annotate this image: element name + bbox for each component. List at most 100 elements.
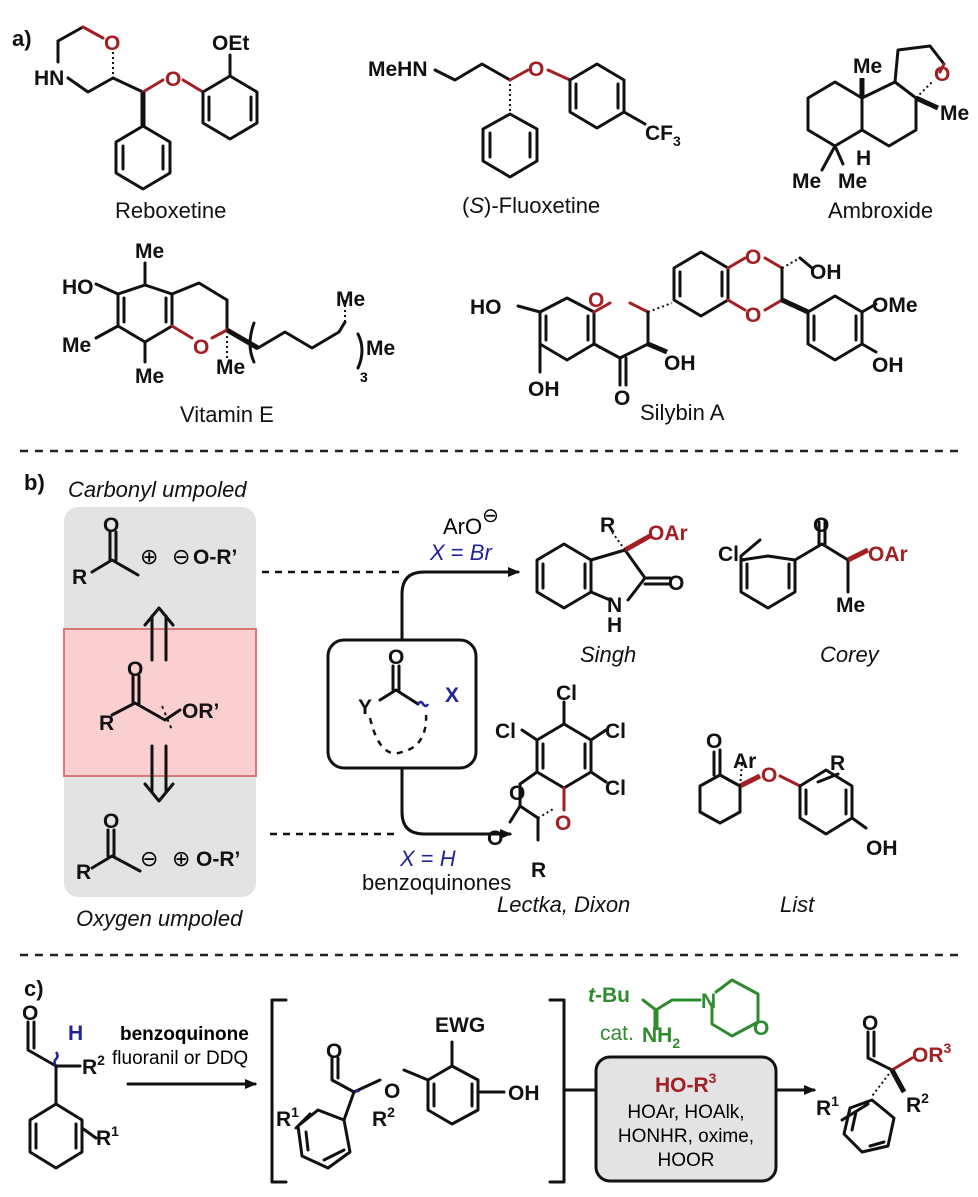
atom-ar: Ar [733, 750, 756, 773]
atom-oh: OH [508, 1082, 540, 1105]
nucleophile-line: HONHR, oxime, [618, 1126, 754, 1147]
compound-name: Silybin A [640, 400, 725, 425]
atom-o: O [384, 1080, 400, 1103]
atom-cl: Cl [605, 777, 626, 800]
plus-charge: ⊕ [172, 846, 190, 871]
atom-h: H [68, 1022, 83, 1045]
atom-o: O [388, 646, 404, 669]
compound-name: Vitamin E [180, 402, 274, 427]
atom-n: N [701, 990, 716, 1013]
atom-or: O-R’ [193, 546, 237, 569]
reagent-benzoquinone: benzoquinone [120, 1024, 249, 1045]
atom-me: Me [135, 365, 164, 388]
retro-arrow-down [143, 744, 175, 803]
atom-cl: Cl [718, 543, 739, 566]
pink-panel [63, 628, 257, 777]
panel-a-label: a) [12, 26, 32, 51]
atom-r2: R2 [82, 1052, 105, 1079]
atom-o: O [103, 514, 119, 537]
bracket-right [548, 998, 598, 1184]
starting-aldehyde: O H R2 R1 [22, 1002, 119, 1170]
compound-name: Ambroxide [828, 198, 933, 223]
catalyst-structure: t-Bu cat. NH2 N O [588, 978, 769, 1051]
compound-silybin-a: HO O OH O OH O O OH OMe OH Silybin A [470, 246, 918, 425]
atom-r: R [76, 861, 91, 884]
atom-oh: OH [866, 837, 898, 860]
atom-r1: R1 [816, 1093, 839, 1120]
atom-me: Me [838, 170, 867, 193]
atom-cl: Cl [556, 682, 577, 705]
atom-oh: OH [664, 352, 696, 375]
compound-vitamin-e: HO Me Me Me O Me Me Me 3 Vitamin E [62, 240, 395, 427]
atom-o: O [668, 572, 684, 595]
product-corey: Cl O OAr Me Corey [718, 514, 908, 667]
panel-c-label: c) [24, 976, 44, 1001]
product-name: Lectka, Dixon [497, 892, 630, 917]
atom-oh: OH [528, 378, 560, 401]
atom-o: O [745, 304, 761, 327]
atom-r1: R1 [96, 1123, 119, 1150]
atom-r: R [99, 712, 114, 735]
atom-ho: HO [62, 276, 94, 299]
reagent-benzoquinones: benzoquinones [362, 870, 511, 895]
catalyst-label: cat. [600, 1022, 634, 1045]
panel-b: b) Carbonyl umpoled O R ⊕ ⊖ O-R’ O R OR’… [24, 470, 908, 931]
atom-o: O [487, 827, 503, 850]
atom-r: R [72, 566, 87, 589]
top-species: O R ⊕ ⊖ O-R’ [72, 514, 237, 589]
atom-me: Me [792, 170, 821, 193]
compound-reboxetine: HN O O OEt Reboxetine [34, 25, 259, 223]
atom-r1: R1 [276, 1104, 299, 1131]
repeat-count: 3 [360, 369, 368, 385]
atom-me: Me [216, 356, 245, 379]
arrow-lower-path [400, 766, 512, 839]
atom-r: R [830, 752, 845, 775]
atom-o: O [22, 1002, 38, 1025]
compound-name: Reboxetine [115, 198, 226, 223]
center-species: O R OR’ [99, 658, 219, 735]
atom-r: R [600, 514, 615, 537]
atom-o: O [165, 68, 181, 91]
plus-charge: ⊕ [140, 544, 158, 569]
atom-or: O-R’ [196, 848, 240, 871]
atom-me: Me [366, 337, 395, 360]
atom-cl: Cl [495, 720, 516, 743]
atom-or: OR’ [182, 700, 219, 723]
atom-o: O [753, 1017, 769, 1040]
atom-h: H [856, 147, 871, 170]
condition-x-br: X = Br [429, 540, 493, 565]
atom-o: O [103, 810, 119, 833]
atom-r2: R2 [906, 1090, 929, 1117]
product-name: Singh [580, 642, 636, 667]
atom-oh: OH [872, 354, 904, 377]
atom-nh2: NH2 [642, 1024, 680, 1051]
atom-r2: R2 [372, 1104, 395, 1131]
atom-me: Me [853, 55, 882, 78]
atom-o: O [706, 730, 722, 753]
atom-me: Me [940, 102, 969, 125]
atom-mehn: MeHN [368, 58, 428, 81]
nucleophile-line: HOAr, HOAlk, [627, 1102, 744, 1123]
bracket-left [270, 998, 288, 1184]
compound-fluoxetine: MeHN O CF3 (S)-Fluoxetine [368, 58, 681, 218]
atom-cf3: CF3 [645, 122, 681, 149]
atom-o: O [588, 289, 604, 312]
compound-ambroxide: Me O Me H Me Me Ambroxide [792, 44, 969, 223]
atom-o: O [326, 1040, 342, 1063]
atom-oar: OAr [648, 522, 688, 545]
atom-or3: OR3 [912, 1040, 952, 1067]
panel-a: a) HN O O OEt Reboxetine MeHN O [12, 25, 969, 427]
atom-o: O [509, 782, 525, 805]
atom-ome: OMe [872, 294, 918, 317]
atom-o: O [104, 32, 120, 55]
product-list: O Ar O R OH List [698, 730, 898, 917]
atom-me: Me [336, 288, 365, 311]
bottom-species: O R ⊖ ⊕ O-R’ [76, 810, 240, 884]
atom-o: O [934, 63, 950, 86]
catalyst-tbu: t-Bu [588, 984, 630, 1007]
nucleophile-title: HO-R3 [655, 1070, 717, 1097]
atom-o: O [745, 246, 761, 269]
atom-o: O [127, 658, 143, 681]
atom-o: O [862, 1012, 878, 1035]
panel-b-label: b) [24, 470, 45, 495]
